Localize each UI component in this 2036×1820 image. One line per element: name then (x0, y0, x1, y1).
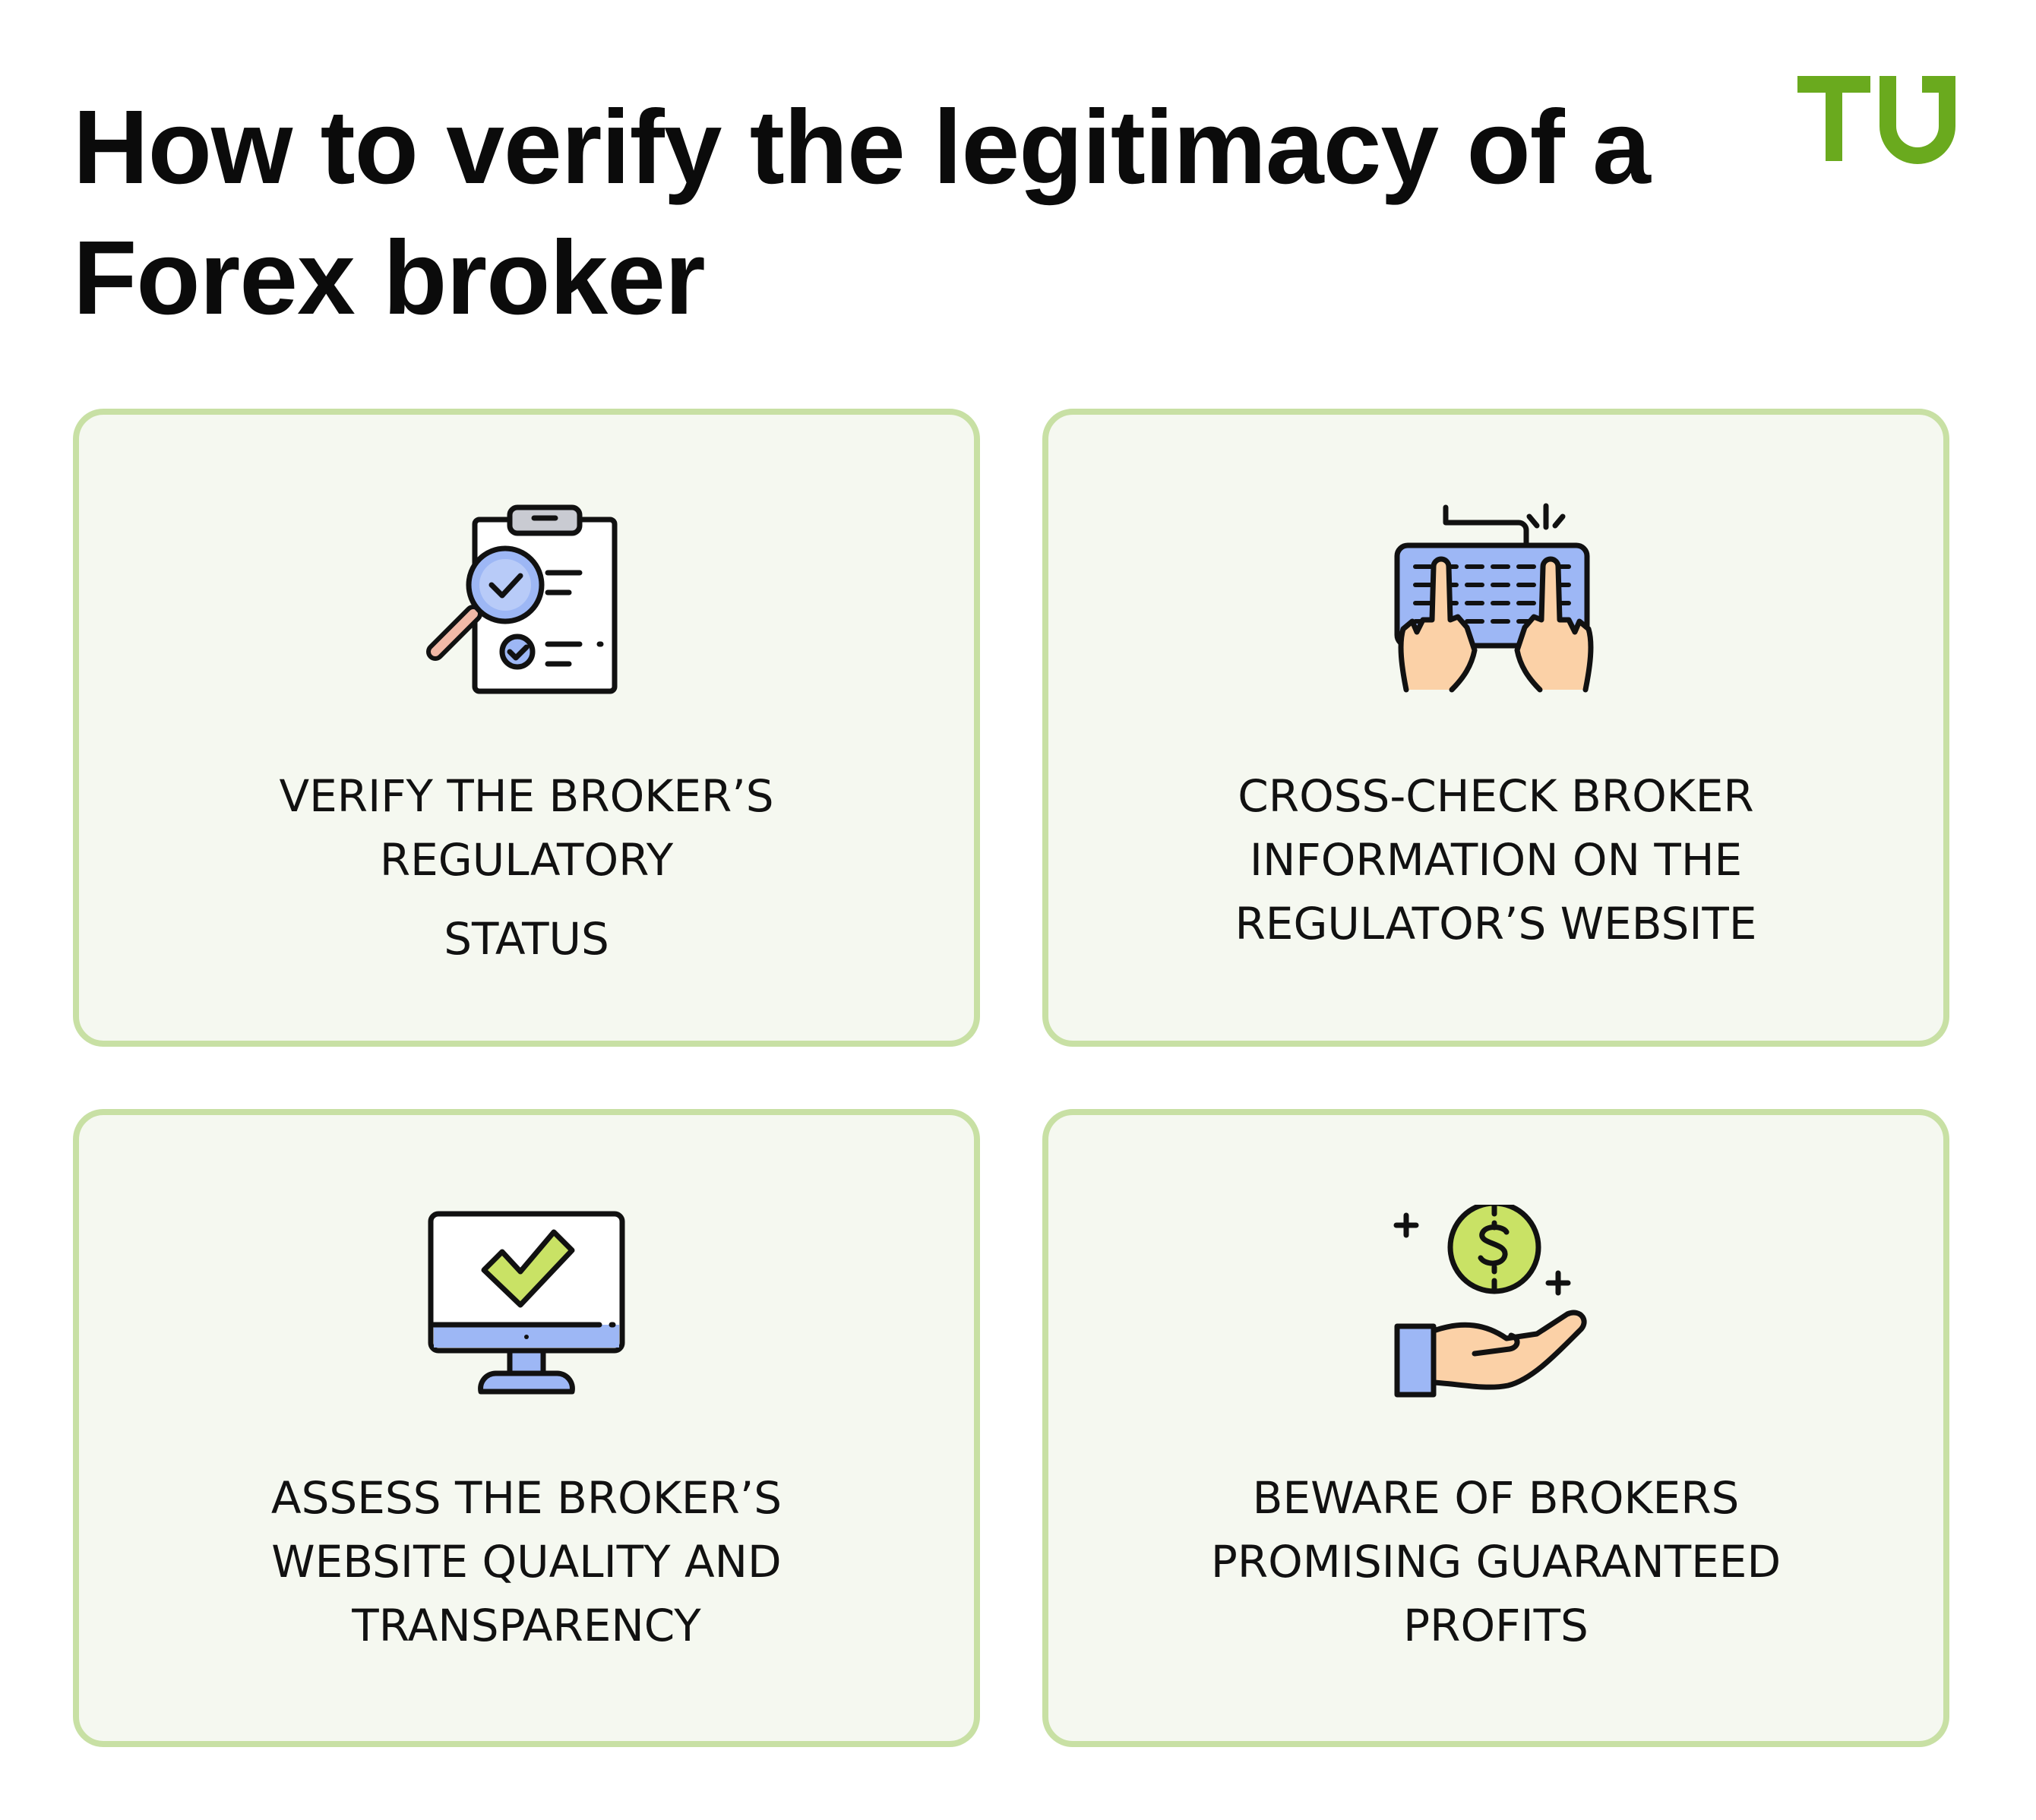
card-label-line: INFORMATION ON THE (1249, 834, 1743, 886)
keyboard-typing-hands-icon (1394, 503, 1594, 693)
card-label-line: WEBSITE QUALITY AND (271, 1536, 782, 1588)
card-label-line: PROFITS (1403, 1600, 1589, 1651)
card-label-line: BEWARE OF BROKERS (1252, 1472, 1740, 1524)
card-label-line: REGULATORY (379, 834, 674, 886)
card-label-line: REGULATOR’S WEBSITE (1235, 898, 1757, 949)
card-verify-regulatory-status: VERIFY THE BROKER’S REGULATORY STATUS (73, 409, 980, 1047)
card-label: BEWARE OF BROKERS PROMISING GUARANTEED P… (1079, 1466, 1913, 1657)
card-label-line: STATUS (444, 913, 609, 965)
card-beware-guaranteed-profits: BEWARE OF BROKERS PROMISING GUARANTEED P… (1042, 1109, 1949, 1747)
page-title-line-1: How to verify the legitimacy of a (73, 89, 1651, 206)
page-title: How to verify the legitimacy of a Forex … (73, 82, 1744, 343)
card-label-line: CROSS-CHECK BROKER (1238, 770, 1754, 822)
monitor-checkmark-icon (428, 1211, 625, 1395)
card-label: ASSESS THE BROKER’S WEBSITE QUALITY AND … (109, 1466, 944, 1657)
card-assess-website-quality: ASSESS THE BROKER’S WEBSITE QUALITY AND … (73, 1109, 980, 1747)
page-title-line-2: Forex broker (73, 220, 706, 337)
card-label: CROSS-CHECK BROKER INFORMATION ON THE RE… (1079, 764, 1913, 956)
clipboard-magnifier-check-icon (426, 504, 618, 694)
card-label-line: ASSESS THE BROKER’S (270, 1472, 782, 1524)
card-label-line: PROMISING GUARANTEED (1210, 1536, 1782, 1588)
card-label-line: VERIFY THE BROKER’S (279, 770, 774, 822)
hand-coin-dollar-icon (1393, 1205, 1587, 1398)
traders-union-logo (1797, 76, 1955, 164)
card-label-line: TRANSPARENCY (352, 1600, 701, 1651)
card-label: VERIFY THE BROKER’S REGULATORY STATUS (109, 764, 944, 971)
card-cross-check-regulator-website: CROSS-CHECK BROKER INFORMATION ON THE RE… (1042, 409, 1949, 1047)
